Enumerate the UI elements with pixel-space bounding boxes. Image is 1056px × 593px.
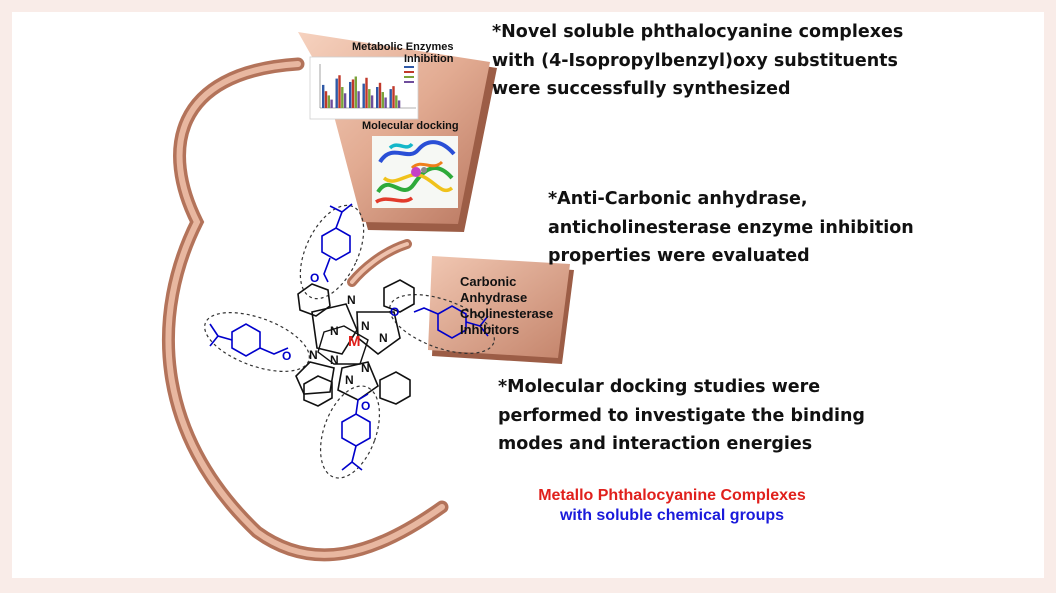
- chart-bar: [362, 83, 365, 108]
- small-copper-plate: [428, 256, 574, 364]
- nitrogen-label: N: [330, 353, 339, 367]
- atom-labels: M N N N N N N N N O O O O: [282, 271, 399, 413]
- chart-bar: [324, 91, 328, 108]
- nitrogen-label: N: [361, 361, 370, 375]
- nitrogen-label: N: [345, 373, 354, 387]
- inhibitors-label: Carbonic Anhydrase Cholinesterase Inhibi…: [460, 274, 554, 337]
- chart-bar: [351, 79, 355, 108]
- chart-bar: [343, 93, 347, 108]
- chart-bar: [368, 89, 371, 108]
- bullet-enzyme-inhibition: *Anti-Carbonic anhydrase, anticholineste…: [548, 189, 914, 266]
- chart-bar: [349, 81, 352, 108]
- isopropylbenzyloxy-substituents: [209, 203, 489, 471]
- chart-bar: [370, 95, 374, 108]
- graphical-abstract-art: M N N N N N N N N O O O O: [161, 32, 574, 562]
- chart-bar: [365, 77, 368, 108]
- chart-bar: [322, 84, 325, 108]
- protein-docking-image: [372, 136, 458, 208]
- chart-bar: [389, 89, 392, 108]
- oxygen-label: O: [282, 349, 291, 363]
- nitrogen-label: N: [379, 331, 388, 345]
- chart-bar: [392, 86, 395, 108]
- metal-atom-label: M: [348, 333, 361, 350]
- bullet-synthesis: *Novel soluble phthalocyanine complexes …: [492, 22, 904, 99]
- footer-line-blue: with soluble chemical groups: [559, 507, 785, 524]
- nitrogen-label: N: [361, 319, 370, 333]
- substituent-ellipses: [204, 204, 495, 479]
- chart-bar: [384, 97, 387, 108]
- chart-title: Metabolic Enzymes Inhibition: [352, 41, 454, 65]
- chart-bar: [354, 76, 357, 108]
- bracelet-ring: [161, 57, 449, 562]
- chart-bar: [338, 75, 341, 108]
- oxygen-label: O: [310, 271, 319, 285]
- chart-bar: [327, 95, 330, 108]
- oxygen-label: O: [390, 305, 399, 319]
- footer-line-red: Metallo Phthalocyanine Complexes: [538, 487, 806, 504]
- graphic-panel: M N N N N N N N N O O O O Metabolic Enzy…: [12, 12, 1044, 578]
- bar-chart-inset: [309, 56, 419, 120]
- chart-bar: [341, 87, 344, 108]
- footer-caption: Metallo Phthalocyanine Complexes with so…: [492, 486, 852, 526]
- chart-bar: [330, 99, 333, 108]
- nitrogen-label: N: [330, 324, 339, 338]
- chart-bar: [381, 92, 384, 108]
- chart-bar: [395, 95, 398, 108]
- nitrogen-label: N: [347, 293, 356, 307]
- bullet-molecular-docking: *Molecular docking studies were performe…: [498, 377, 865, 454]
- chart-bar: [397, 100, 401, 108]
- chart-bar: [357, 91, 360, 108]
- chart-bar: [378, 82, 382, 108]
- oxygen-label: O: [361, 399, 370, 413]
- chart-bar: [335, 78, 338, 108]
- chart-bar: [376, 87, 379, 108]
- phthalocyanine-molecule: [204, 203, 495, 479]
- nitrogen-label: N: [309, 348, 318, 362]
- molecular-docking-label: Molecular docking: [362, 120, 459, 132]
